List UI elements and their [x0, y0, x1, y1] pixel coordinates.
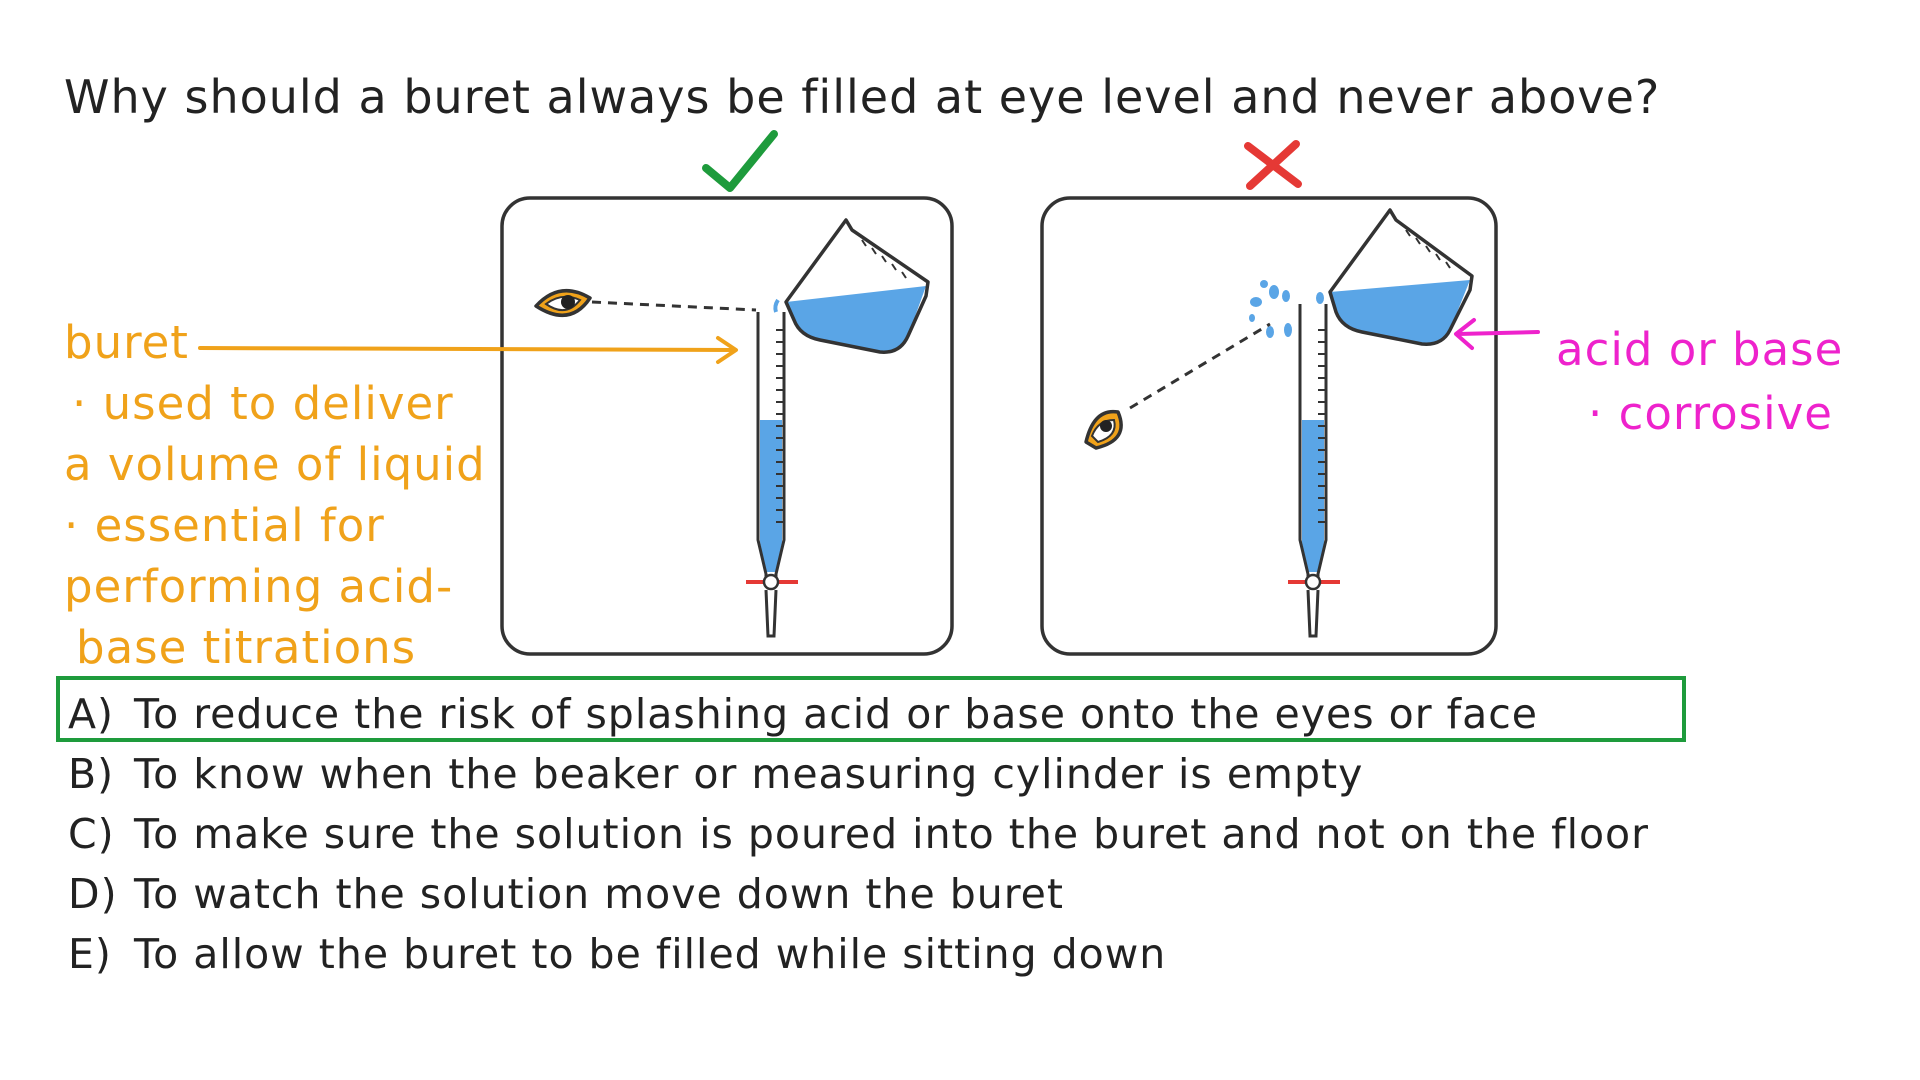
- option-a[interactable]: A) To reduce the risk of splashing acid o…: [68, 684, 1649, 744]
- beaker-left: [773, 218, 930, 354]
- eye-icon: [1084, 409, 1123, 450]
- question-text: Why should a buret always be filled at e…: [64, 70, 1661, 124]
- acid-base-notes: acid or base · corrosive: [1556, 318, 1843, 446]
- buret-notes: buret · used to deliver a volume of liqu…: [64, 312, 486, 678]
- option-letter: D): [68, 870, 118, 918]
- eye-icon: [534, 288, 592, 318]
- option-letter: C): [68, 810, 115, 858]
- incorrect-panel: [1040, 140, 1498, 656]
- cross-mark-icon: [1244, 140, 1302, 190]
- option-e[interactable]: E) To allow the buret to be filled while …: [68, 924, 1649, 984]
- beaker-right: [1249, 208, 1474, 346]
- buret-note-2: · essential for: [64, 499, 385, 552]
- option-text: To allow the buret to be filled while si…: [134, 930, 1167, 978]
- option-text: To know when the beaker or measuring cyl…: [134, 750, 1364, 798]
- option-letter: A): [68, 690, 115, 738]
- acid-base-label: acid or base: [1556, 323, 1844, 376]
- buret-left: [746, 312, 798, 638]
- buret-arrow: [198, 336, 738, 364]
- buret-note-1-cont: a volume of liquid: [64, 438, 486, 491]
- splash-droplets: [1249, 280, 1324, 338]
- acid-base-note: · corrosive: [1588, 387, 1833, 440]
- buret-note-2-cont2: base titrations: [76, 621, 417, 674]
- buret-note-2-cont: performing acid-: [64, 560, 454, 613]
- answer-options: A) To reduce the risk of splashing acid o…: [68, 684, 1649, 984]
- option-b[interactable]: B) To know when the beaker or measuring c…: [68, 744, 1649, 804]
- acid-base-arrow: [1454, 318, 1540, 350]
- option-text: To reduce the risk of splashing acid or …: [134, 690, 1538, 738]
- option-text: To make sure the solution is poured into…: [134, 810, 1649, 858]
- option-letter: E): [68, 930, 112, 978]
- buret-right: [1288, 304, 1340, 638]
- option-text: To watch the solution move down the bure…: [134, 870, 1064, 918]
- buret-label: buret: [64, 316, 189, 369]
- option-c[interactable]: C) To make sure the solution is poured in…: [68, 804, 1649, 864]
- correct-answer-highlight: [56, 676, 1686, 742]
- option-letter: B): [68, 750, 115, 798]
- correct-panel: [500, 130, 954, 656]
- buret-note-1: · used to deliver: [72, 377, 454, 430]
- option-d[interactable]: D) To watch the solution move down the bu…: [68, 864, 1649, 924]
- check-mark-icon: [702, 130, 778, 192]
